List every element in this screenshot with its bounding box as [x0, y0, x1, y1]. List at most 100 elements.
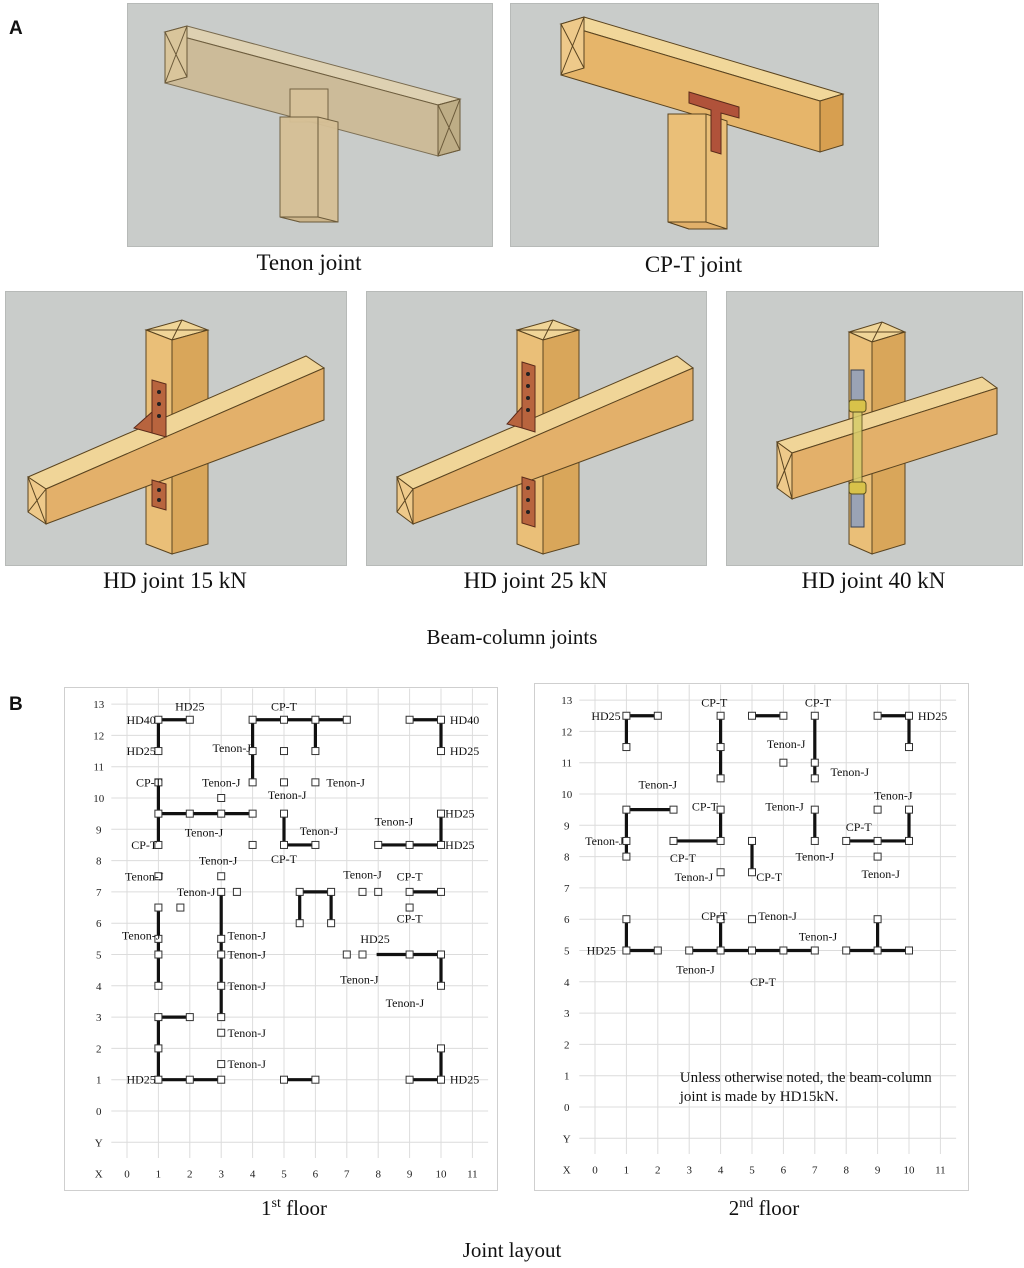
y-tick-label: 6 [564, 914, 570, 926]
joint-node [232, 887, 241, 896]
joint-label: Tenon-J [125, 869, 164, 883]
joint-label: Tenon-J [122, 929, 161, 943]
joint-node [217, 794, 226, 802]
joint-node [217, 1028, 226, 1037]
joint-node [437, 840, 445, 849]
joint-node [905, 805, 913, 814]
joint-label: HD25 [450, 744, 479, 758]
floor2-caption: 2nd floor [728, 1196, 800, 1220]
joint-label: CP-T [846, 820, 873, 834]
joint-node [842, 836, 851, 845]
joint-node [622, 836, 631, 845]
joint-node [154, 840, 163, 849]
y-tick-label: 7 [96, 887, 102, 899]
joint-node [873, 915, 882, 924]
joint-node [154, 1044, 163, 1053]
y-tick-label: 5 [564, 946, 570, 958]
x-tick-label: 11 [935, 1165, 946, 1177]
joint-node [311, 1075, 320, 1084]
joint-label: Tenon-J [796, 850, 835, 864]
joint-node [669, 805, 678, 814]
joint-node [154, 981, 163, 990]
joint-label: HD25 [445, 807, 474, 821]
joint-label: CP-T [692, 800, 719, 814]
joint-node [154, 747, 163, 756]
joint-node [311, 715, 320, 724]
joint-node [405, 715, 414, 724]
joint-node [622, 946, 631, 955]
joint-label: Tenon-J [202, 775, 241, 789]
hd40-joint-caption: HD joint 40 kN [801, 568, 946, 593]
joint-label: HD40 [450, 713, 479, 727]
joint-node [437, 950, 445, 959]
x-tick-label: 6 [313, 1169, 319, 1181]
joint-node [748, 946, 756, 955]
joint-node [810, 711, 819, 720]
joint-node [716, 868, 725, 877]
joint-node [716, 805, 725, 814]
joint-label: CP-T [397, 912, 424, 926]
joint-label: CP-T [701, 696, 728, 710]
joint-label: CP-T [670, 851, 697, 865]
joint-node [176, 903, 185, 912]
cpt-joint-render [510, 3, 879, 247]
joint-node [154, 950, 163, 959]
joint-node [217, 1013, 226, 1022]
joint-label: Tenon-J [340, 973, 379, 987]
joint-label: CP-T [397, 869, 424, 883]
joint-node [779, 946, 788, 955]
joint-node [748, 868, 756, 877]
y-axis-label: Y [95, 1137, 103, 1149]
joint-node [248, 778, 257, 787]
y-tick-label: 3 [96, 1012, 102, 1024]
joint-node [405, 1075, 414, 1084]
joint-label: HD25 [445, 838, 474, 852]
joint-label: CP-T [271, 852, 298, 866]
joint-node [342, 950, 351, 959]
joint-node [716, 743, 725, 752]
x-tick-label: 10 [904, 1165, 916, 1177]
joint-node [280, 715, 288, 724]
joint-label: Tenon-J [185, 825, 224, 839]
x-tick-label: 5 [749, 1165, 755, 1177]
panel-b-letter: B [9, 694, 23, 715]
joint-label: Tenon-J [861, 867, 900, 881]
joint-label: HD25 [587, 944, 616, 958]
joint-node [154, 1075, 163, 1084]
joint-node [154, 872, 163, 881]
hd15-joint-illustration [26, 319, 326, 555]
y-tick-label: 9 [564, 820, 570, 832]
joint-node [748, 711, 756, 720]
x-tick-label: 8 [375, 1169, 381, 1181]
joint-node [716, 836, 725, 845]
joint-label: Tenon-J [758, 909, 797, 923]
cpt-joint-caption: CP-T joint [644, 252, 743, 277]
joint-node [154, 1013, 163, 1022]
panel-a-letter: A [9, 18, 23, 39]
joint-node [311, 778, 320, 787]
joint-node [405, 903, 414, 912]
y-tick-label: 0 [96, 1106, 102, 1118]
x-tick-label: 7 [344, 1169, 350, 1181]
joint-node [437, 887, 445, 896]
joint-node [311, 747, 320, 756]
joint-node [185, 809, 194, 818]
joint-node [327, 919, 336, 928]
joint-node [810, 774, 819, 783]
joint-node [280, 809, 288, 818]
y-tick-label: 11 [93, 762, 104, 774]
joint-node [779, 758, 788, 767]
joint-node [685, 946, 694, 955]
x-tick-label: 0 [124, 1169, 130, 1181]
hd40-joint-illustration [775, 321, 999, 555]
joint-node [716, 711, 725, 720]
joint-node [873, 946, 882, 955]
x-axis-label: X [95, 1169, 103, 1181]
x-tick-label: 4 [718, 1165, 724, 1177]
joint-node [154, 903, 163, 912]
y-tick-label: 5 [96, 950, 102, 962]
y-tick-label: 4 [564, 977, 570, 989]
joint-node [217, 981, 226, 990]
beam-column-joints-title: Beam-column joints [426, 625, 598, 649]
